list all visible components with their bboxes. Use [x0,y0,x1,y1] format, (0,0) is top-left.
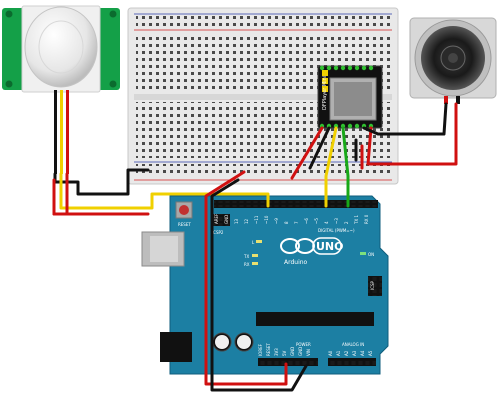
tx-led [252,254,258,257]
power-pin-label: 5V [282,350,287,356]
digital-pin-label: 7 [294,221,299,224]
on-label: ON [368,252,374,257]
rx-label: RX [244,262,250,267]
digital-pin-label: RX 0 [364,214,369,224]
wire-df-rx [324,126,338,208]
digital-pin-label: 8 [284,221,289,224]
icsp2-label: ICSP2 [212,230,224,235]
digital-pin-label: ~10 [264,215,269,224]
icsp-label: ICSP [370,280,375,290]
wires [52,102,458,392]
atmega-chip [256,312,374,326]
power-jack [160,332,192,362]
analog-pin-label: A5 [368,350,373,356]
analog-pin-label: A0 [328,350,333,356]
digital-pin-label: AREF [214,213,219,224]
digital-pin-labels: AREF GND 13 12 ~11 ~10 ~9 8 7 ~6 ~5 4 ~3 2 TX 1 RX 0 [214,213,369,225]
digital-pin-label: GND [224,215,229,224]
power-pin-label: VIN [306,349,311,356]
wire-df-tx [341,126,350,208]
dfplayer-pins-top [319,65,374,71]
power-pin-label: GND [290,347,295,356]
digital-label: DIGITAL (PWM=~) [318,228,355,233]
wire-gnd [210,178,308,392]
breadboard [127,7,399,185]
digital-pin-label: ~6 [304,218,309,224]
uno-logo-text: UNO [316,240,344,253]
on-led [360,252,366,255]
digital-pin-label: 13 [234,218,239,224]
digital-pin-label: 2 [344,221,349,224]
analog-pin-label: A1 [336,350,341,356]
digital-pin-label: TX 1 [354,215,359,225]
power-pin-label: 3V3 [274,348,279,356]
dfplayer-module: DFPlayer Mini [317,65,383,129]
wire-df-vcc [290,126,324,180]
speaker [409,17,497,104]
wire-pir-signal [59,172,270,210]
power-pin-label: GND [298,347,303,356]
wire-pir-vcc-2 [52,178,150,216]
analog-label: ANALOG IN [342,342,364,347]
arduino-logo: UNO Arduino [280,237,344,266]
wire-speaker-pos [366,102,458,166]
dfplayer-label: DFPlayer Mini [322,76,328,110]
digital-pin-label: 4 [324,221,329,224]
wire-5v [204,170,288,386]
analog-pin-label: A4 [360,350,365,356]
l-led [256,240,262,243]
power-pin-label: IOREF [258,343,263,356]
wire-df-gnd [308,126,331,170]
tx-label: TX [243,254,249,259]
digital-pin-label: 12 [244,218,249,224]
wire-speaker-neg [362,102,448,136]
digital-pin-label: ~11 [254,215,259,224]
power-pin-label: RESET [266,343,271,356]
pir-sensor [2,5,120,174]
reset-label: RESET [178,222,191,227]
l-label: L [252,240,255,245]
digital-pin-label: ~9 [274,218,279,224]
power-label: POWER [296,342,311,347]
digital-pin-label: ~3 [334,218,339,224]
digital-pin-label: ~5 [314,218,319,224]
analog-pin-label: A3 [352,350,357,356]
arduino-brand-text: Arduino [284,259,308,266]
reset-button [179,205,189,215]
analog-pin-label: A2 [344,350,349,356]
rx-led [252,262,258,265]
